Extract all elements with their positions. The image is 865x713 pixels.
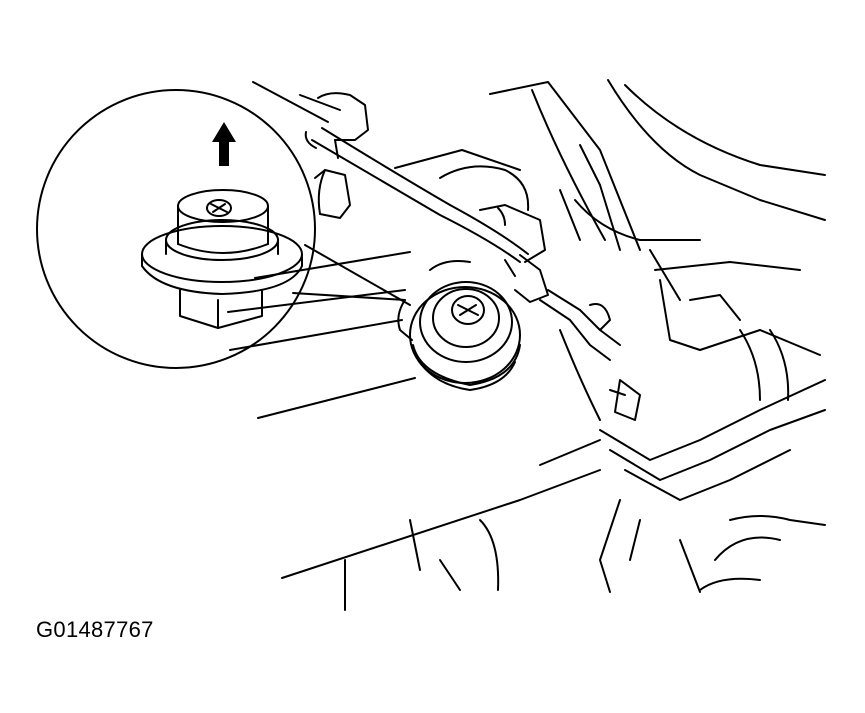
pipe-bundle	[599, 329, 826, 593]
arrow-up-icon	[212, 122, 236, 166]
callout	[36, 89, 411, 369]
upper-structure	[489, 79, 826, 356]
figure-id-label: G01487767	[36, 617, 154, 642]
knock-sensor	[397, 260, 521, 391]
hose-line	[304, 92, 529, 263]
engine-block-lines	[227, 81, 601, 611]
bolt-icon	[141, 189, 303, 329]
connector-cluster	[439, 165, 626, 421]
